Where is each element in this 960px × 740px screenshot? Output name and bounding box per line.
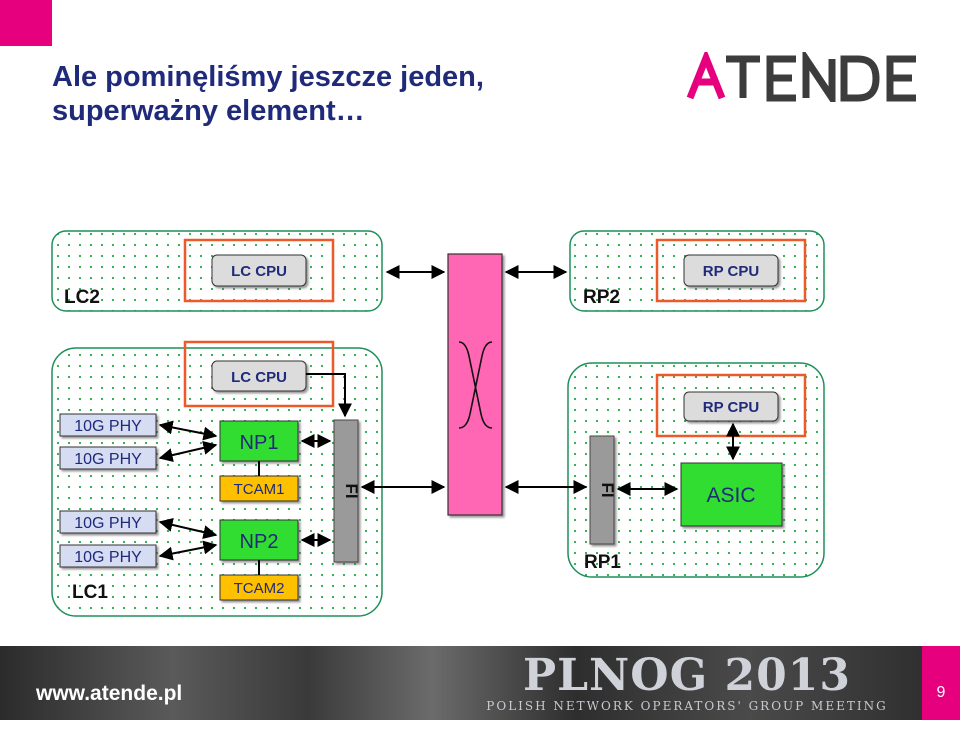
event-title: PLNOG 2013: [523, 650, 851, 701]
phy-label-4: 10G PHY: [74, 549, 142, 566]
lc2-cpu-label: LC CPU: [231, 263, 287, 280]
rp2-cpu-box: [683, 254, 779, 287]
phy-box-4: [59, 544, 157, 568]
asic-label: ASIC: [706, 484, 755, 507]
rp1-fi-label: FI: [598, 482, 617, 497]
tcam1-label: TCAM1: [234, 481, 285, 498]
np1-label: NP1: [240, 432, 279, 454]
highlight-lc2-cpu: [183, 238, 335, 303]
corner-accent: [0, 0, 52, 46]
np2-box: [219, 519, 299, 561]
phy-box-2: [59, 446, 157, 470]
page-number: 9: [922, 646, 960, 720]
event-subtitle: POLISH NETWORK OPERATORS' GROUP MEETING: [486, 699, 888, 713]
np2-label: NP2: [240, 531, 279, 553]
asic-box: [680, 462, 783, 527]
lc1-fi-bar: [333, 419, 359, 563]
rp2-cpu-label: RP CPU: [703, 263, 759, 280]
arrow-phy1-np1: [158, 420, 218, 441]
rp2-label: RP2: [583, 287, 620, 308]
arrow-phy3-np2: [158, 518, 218, 539]
lc2-cpu-box: [211, 254, 307, 287]
fabric-crossbar: [458, 341, 493, 429]
rp1-fi-bar: [589, 435, 615, 545]
rp1-cpu-label: RP CPU: [703, 399, 759, 416]
arrow-lc1cpu-fi: [306, 373, 352, 418]
phy-label-1: 10G PHY: [74, 418, 142, 435]
website-link[interactable]: www.atende.pl: [36, 682, 183, 705]
title-line-2: superważny element…: [52, 95, 365, 127]
phy-box-1: [59, 413, 157, 437]
lc1-label: LC1: [72, 582, 108, 603]
router-architecture-diagram: LC2 RP2 LC1 RP1 LC CPU RP CPU LC CPU RP …: [51, 230, 825, 617]
connectors: [158, 265, 740, 575]
atende-logo: [686, 52, 916, 102]
arrow-phy2-np1: [158, 441, 218, 462]
lc1-cpu-box: [211, 360, 307, 392]
footer-banner: PLNOG 2013 POLISH NETWORK OPERATORS' GRO…: [0, 646, 960, 720]
highlight-rp2-cpu: [655, 238, 807, 303]
tcam2-label: TCAM2: [234, 580, 285, 597]
slide-title: Ale pominęliśmy jeszcze jeden, superważn…: [52, 60, 652, 128]
rp1-cpu-box: [683, 391, 779, 422]
arrow-phy4-np2: [158, 540, 218, 561]
lc1-fi-label: FI: [342, 483, 361, 498]
lc1-cpu-label: LC CPU: [231, 369, 287, 386]
rp1-label: RP1: [584, 552, 621, 573]
phy-label-3: 10G PHY: [74, 515, 142, 532]
phy-box-3: [59, 510, 157, 534]
phy-label-2: 10G PHY: [74, 451, 142, 468]
lc2-label: LC2: [64, 287, 100, 308]
np1-box: [219, 420, 299, 462]
title-line-1: Ale pominęliśmy jeszcze jeden,: [52, 61, 484, 93]
